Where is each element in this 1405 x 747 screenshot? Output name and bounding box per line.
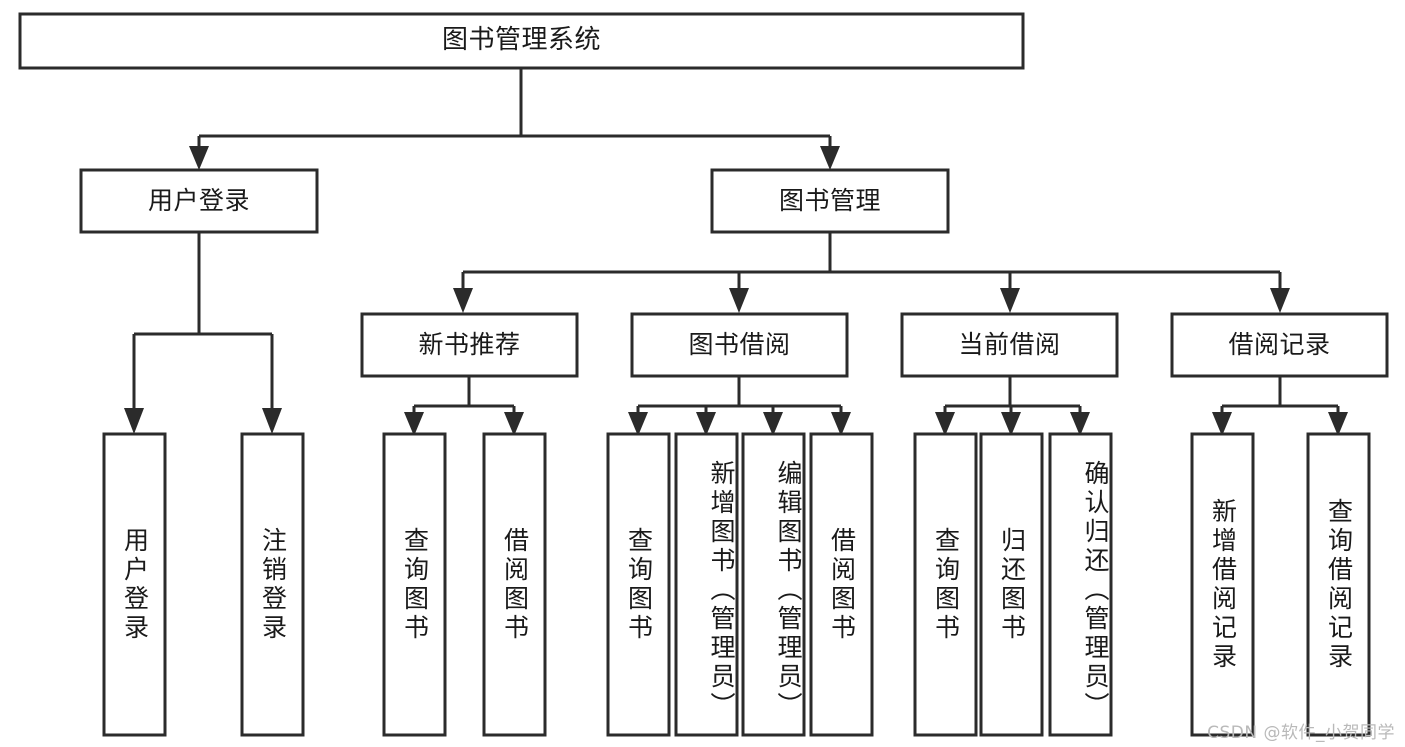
- arrow-newbook-to-leaf3: [404, 412, 424, 436]
- arrow-bookmgmt-to-borrow: [729, 288, 749, 313]
- arrow-borrow-to-leaf8: [831, 412, 851, 436]
- node-box-leaf-3[interactable]: [382, 432, 447, 737]
- node-box-leaf-5[interactable]: [606, 432, 671, 737]
- arrow-login-to-leaf1: [124, 408, 144, 434]
- arrow-records-to-leaf13: [1328, 412, 1348, 436]
- node-box-leaf-2[interactable]: [240, 432, 305, 737]
- node-box-leaf-13[interactable]: [1306, 432, 1371, 737]
- arrow-bookmgmt-to-current: [1000, 288, 1020, 313]
- arrow-current-to-leaf11: [1070, 412, 1090, 436]
- arrow-borrow-to-leaf6: [696, 412, 716, 436]
- node-box-login[interactable]: [79, 168, 319, 234]
- node-box-records[interactable]: [1170, 312, 1389, 378]
- arrow-borrow-to-leaf7: [763, 412, 783, 436]
- node-box-newbook[interactable]: [360, 312, 579, 378]
- node-box-leaf-9[interactable]: [913, 432, 978, 737]
- node-box-current[interactable]: [900, 312, 1119, 378]
- arrow-root-to-login: [189, 146, 209, 170]
- node-box-root[interactable]: [18, 12, 1025, 70]
- node-box-leaf-4[interactable]: [482, 432, 547, 737]
- connector-group-borrow: [628, 376, 851, 436]
- arrow-current-to-leaf10: [1001, 412, 1021, 436]
- arrow-root-to-bookmgmt: [820, 146, 840, 170]
- node-box-leaf-7[interactable]: [741, 432, 806, 737]
- arrow-newbook-to-leaf4: [504, 412, 524, 436]
- node-box-leaf-12[interactable]: [1190, 432, 1255, 737]
- connector-group-current: [935, 376, 1090, 436]
- arrow-bookmgmt-to-records: [1270, 288, 1290, 313]
- node-box-bookmgmt[interactable]: [710, 168, 950, 234]
- node-box-leaf-11[interactable]: [1048, 432, 1113, 737]
- connector-group-records: [1212, 376, 1348, 436]
- node-box-leaf-10[interactable]: [979, 432, 1044, 737]
- node-box-borrow[interactable]: [630, 312, 849, 378]
- connector-group-login: [124, 232, 282, 434]
- arrow-bookmgmt-to-newbook: [453, 288, 473, 313]
- node-box-leaf-6[interactable]: [674, 432, 739, 737]
- watermark-text: CSDN @软件_小贺同学: [1207, 723, 1395, 743]
- arrow-login-to-leaf2: [262, 408, 282, 434]
- arrow-current-to-leaf9: [935, 412, 955, 436]
- arrow-records-to-leaf12: [1212, 412, 1232, 436]
- node-box-leaf-1[interactable]: [102, 432, 167, 737]
- connector-group-newbook: [404, 376, 524, 436]
- connector-group-root: [189, 68, 840, 170]
- node-box-leaf-8[interactable]: [809, 432, 874, 737]
- connector-group-bookmgmt: [453, 232, 1290, 313]
- arrow-borrow-to-leaf5: [628, 412, 648, 436]
